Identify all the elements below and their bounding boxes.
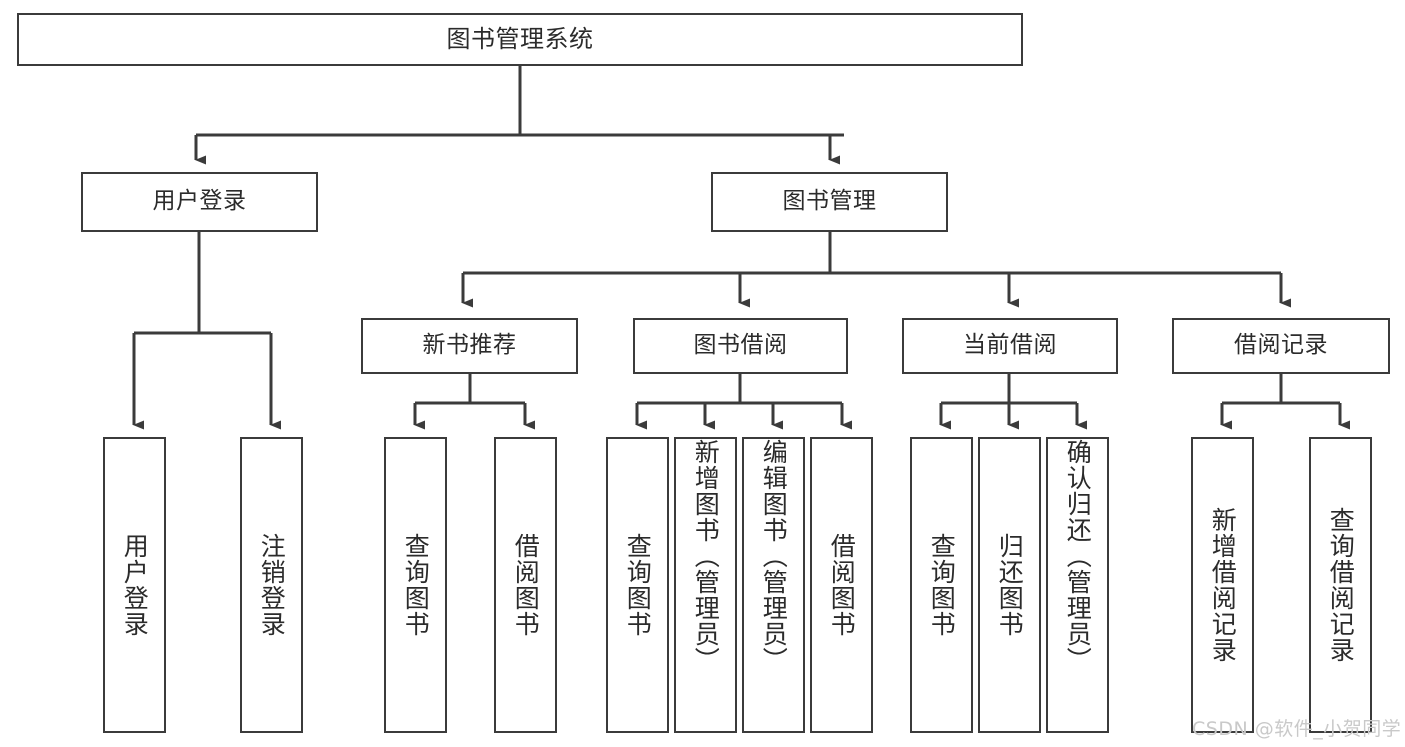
- node-current-borrow-label: 当前借阅: [963, 332, 1057, 359]
- node-leaf-user-logout-label: 注销登录: [257, 533, 287, 637]
- node-user-login-label: 用户登录: [152, 188, 247, 215]
- node-leaf-add-book-label: 新增图书（管理员）: [691, 439, 721, 673]
- node-book-borrow[interactable]: 图书借阅: [633, 318, 848, 374]
- node-leaf-edit-book-label: 编辑图书（管理员）: [759, 439, 789, 673]
- node-book-manage[interactable]: 图书管理: [711, 172, 948, 232]
- node-leaf-borrow-book-1-label: 借阅图书: [511, 533, 541, 637]
- node-leaf-query-book-3-label: 查询图书: [927, 533, 957, 637]
- node-leaf-user-login[interactable]: 用户登录: [103, 437, 166, 733]
- node-leaf-add-record[interactable]: 新增借阅记录: [1191, 437, 1254, 733]
- node-leaf-query-book-2[interactable]: 查询图书: [606, 437, 669, 733]
- node-new-book-rec-label: 新书推荐: [422, 332, 517, 359]
- node-user-login[interactable]: 用户登录: [81, 172, 318, 232]
- node-leaf-user-logout[interactable]: 注销登录: [240, 437, 303, 733]
- node-root[interactable]: 图书管理系统: [17, 13, 1023, 66]
- node-leaf-add-book[interactable]: 新增图书（管理员）: [674, 437, 737, 733]
- node-root-label: 图书管理系统: [446, 25, 594, 54]
- node-book-borrow-label: 图书借阅: [693, 332, 788, 359]
- node-borrow-record[interactable]: 借阅记录: [1172, 318, 1390, 374]
- node-borrow-record-label: 借阅记录: [1234, 332, 1328, 359]
- node-leaf-add-record-label: 新增借阅记录: [1208, 507, 1238, 663]
- node-leaf-query-record[interactable]: 查询借阅记录: [1309, 437, 1372, 733]
- node-leaf-confirm-return-label: 确认归还（管理员）: [1063, 439, 1093, 673]
- watermark-text: CSDN @软件_小贺同学: [1192, 718, 1402, 740]
- node-leaf-borrow-book-1[interactable]: 借阅图书: [494, 437, 557, 733]
- node-new-book-rec[interactable]: 新书推荐: [361, 318, 578, 374]
- node-current-borrow[interactable]: 当前借阅: [902, 318, 1118, 374]
- node-leaf-query-book-2-label: 查询图书: [623, 533, 653, 637]
- node-leaf-borrow-book-2[interactable]: 借阅图书: [810, 437, 873, 733]
- node-leaf-edit-book[interactable]: 编辑图书（管理员）: [742, 437, 805, 733]
- node-leaf-return-book[interactable]: 归还图书: [978, 437, 1041, 733]
- node-leaf-return-book-label: 归还图书: [995, 533, 1025, 637]
- node-leaf-query-record-label: 查询借阅记录: [1326, 507, 1356, 663]
- node-leaf-query-book-1-label: 查询图书: [401, 533, 431, 637]
- node-leaf-query-book-1[interactable]: 查询图书: [384, 437, 447, 733]
- node-leaf-query-book-3[interactable]: 查询图书: [910, 437, 973, 733]
- node-leaf-confirm-return[interactable]: 确认归还（管理员）: [1046, 437, 1109, 733]
- node-leaf-borrow-book-2-label: 借阅图书: [827, 533, 857, 637]
- node-book-manage-label: 图书管理: [782, 188, 877, 215]
- node-leaf-user-login-label: 用户登录: [120, 533, 150, 637]
